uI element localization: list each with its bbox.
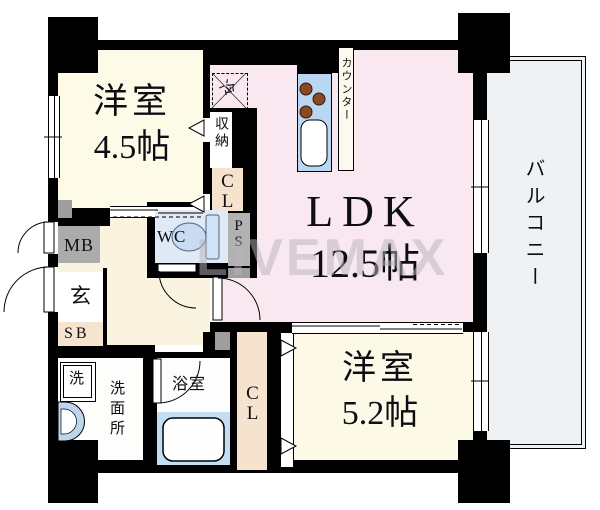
- room-ldk-floor-fridge-corner: [210, 65, 250, 108]
- wc-label: WC: [157, 227, 187, 246]
- opening-closet-upper-door: [203, 194, 210, 214]
- mb-door-swing: [17, 221, 55, 254]
- wall-fridge-top: [203, 40, 297, 65]
- room-western-45-name: 洋室: [92, 82, 171, 121]
- bath-door-swing: [152, 358, 201, 404]
- laundry-label: 洗: [69, 371, 85, 387]
- pillar-top-right: [458, 13, 510, 73]
- storage-label: 収納: [213, 116, 228, 150]
- pillar-top-left: [48, 17, 98, 73]
- shoe-box-label: SB: [64, 325, 90, 342]
- wall-ldk-52-divider: [210, 322, 292, 332]
- pipe-space-box: [228, 213, 250, 266]
- toilet-icon: [171, 214, 220, 260]
- kitchen-sink-icon: [300, 119, 328, 167]
- window-ticks: [44, 136, 489, 382]
- entrance-room: [58, 272, 103, 322]
- storage-box: [210, 112, 232, 168]
- stove-burners-icon: [299, 82, 326, 119]
- room-western-45-floor: [58, 50, 203, 213]
- duct-stub-near-closet: [215, 332, 230, 350]
- entrance-door-swing: [3, 266, 55, 313]
- balcony-label: バルコニー: [522, 158, 544, 293]
- opening-storage-door: [203, 118, 210, 142]
- duct-stub-above-mb: [58, 200, 72, 218]
- duct-stub-below-ps: [228, 268, 250, 278]
- closet-lower-label: CL: [246, 383, 259, 424]
- balcony-floor: [487, 56, 586, 448]
- pipe-space-label: PS: [234, 218, 243, 250]
- storage-door-arrow-icon: [187, 119, 205, 213]
- room-western-45-size: 4.5帖: [93, 129, 171, 166]
- bathtub-icon: [162, 417, 225, 462]
- entrance-step-line: [58, 349, 103, 351]
- bath-room: [157, 358, 230, 412]
- closet52-door-arrow-icon: [280, 339, 298, 455]
- room-western-52-floor: [292, 332, 473, 460]
- watermark: LIVEMAX: [196, 229, 449, 287]
- meter-box: [58, 226, 100, 263]
- wall-entrance-right: [103, 268, 107, 348]
- washbasin-icon: [57, 401, 85, 442]
- closet-52-door-strip: [280, 333, 294, 467]
- room-ldk-floor: [250, 50, 473, 332]
- wall-kitchen-top: [297, 40, 338, 73]
- wall-left: [48, 17, 58, 503]
- shoe-box: [58, 322, 103, 346]
- pillar-bottom-left: [48, 440, 98, 503]
- room-ldk-floor-entry: [222, 278, 250, 324]
- balcony-fence-inner: [508, 60, 582, 445]
- entrance-label: 玄: [70, 284, 91, 308]
- room-ldk-name: LDK: [306, 187, 424, 236]
- pillar-bottom-right: [458, 440, 510, 503]
- room-western-52-name: 洋室: [342, 350, 418, 387]
- meter-box-label: MB: [64, 235, 95, 255]
- fridge-space-cross-lines: [211, 72, 247, 109]
- wall-divider-right-end: [463, 322, 473, 332]
- wc-door-swing: [157, 263, 197, 309]
- room-ldk-size: 12.5帖: [310, 241, 420, 286]
- fridge-space-box: [212, 73, 248, 110]
- closet-upper-box: [212, 168, 243, 211]
- ldk-door-swing: [212, 276, 261, 321]
- laundry-pan-inner: [63, 365, 92, 398]
- wall-washroom-top: [48, 345, 155, 358]
- counter-strip: [338, 48, 354, 171]
- balcony-fence-outer: [508, 56, 586, 449]
- room-western-52-size: 5.2帖: [341, 395, 419, 432]
- washroom-label: 洗面所: [108, 380, 124, 440]
- bathroom-label: 浴室: [172, 376, 207, 393]
- counter-label: カウンター: [340, 57, 352, 122]
- closet-lower-box: [237, 332, 267, 470]
- sliding-door-lines: [110, 209, 462, 330]
- closet-upper-label: CL: [221, 171, 234, 212]
